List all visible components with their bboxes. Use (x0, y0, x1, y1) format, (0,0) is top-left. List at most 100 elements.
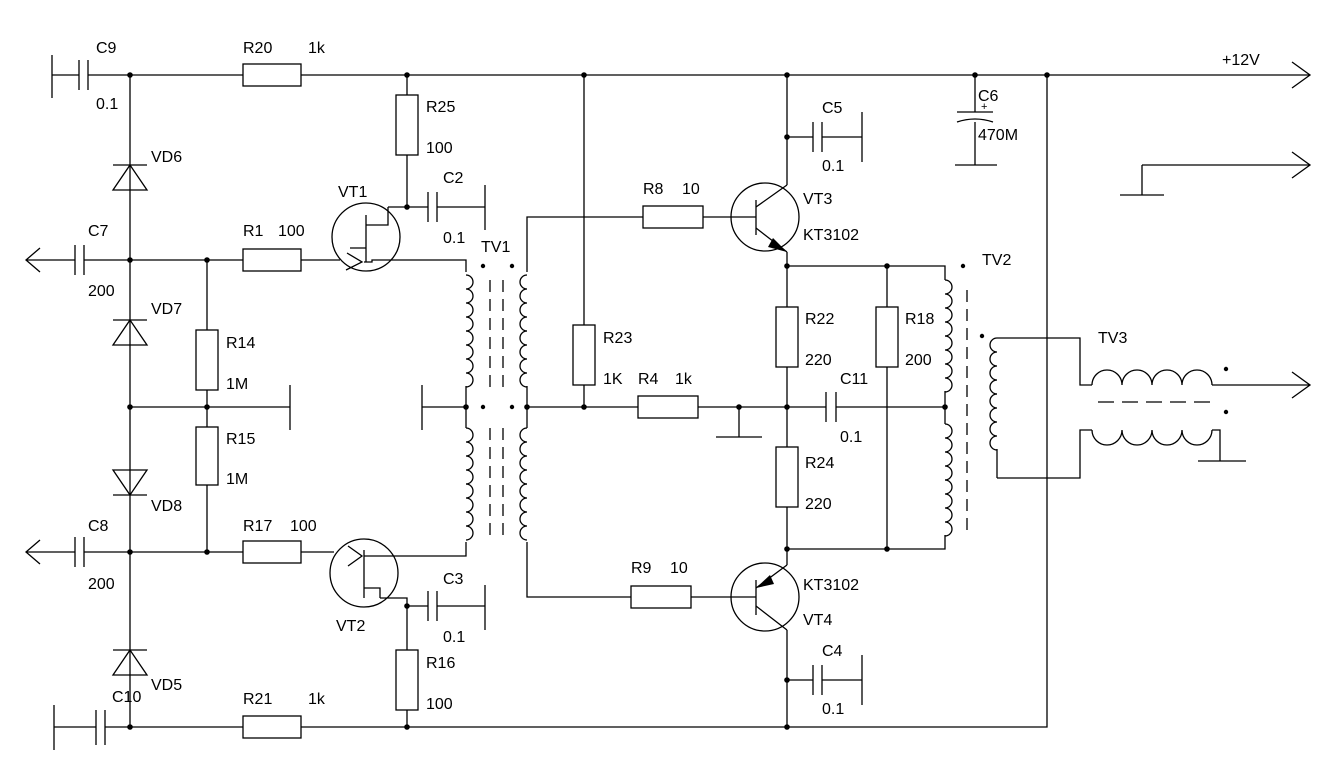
label-c3-value: 0.1 (443, 629, 465, 646)
label-vt3: VT3 (803, 191, 832, 208)
label-vd5: VD5 (151, 677, 182, 694)
label-vt4-type: KT3102 (803, 577, 859, 594)
label-r23: R23 (603, 330, 632, 347)
resistor-r15 (195, 426, 219, 486)
label-r4: R4 (638, 371, 659, 388)
resistor-r22 (775, 306, 799, 368)
capacitor-c11 (825, 392, 837, 422)
capacitor-c8 (74, 537, 85, 567)
label-c9: C9 (96, 40, 117, 57)
wires (25, 55, 1312, 750)
label-r24: R24 (805, 455, 834, 472)
label-vd6: VD6 (151, 149, 182, 166)
junctions (127, 72, 1050, 730)
label-r20: R20 (243, 40, 272, 57)
label-vt1: VT1 (338, 184, 367, 201)
transformer-tv2 (944, 279, 998, 537)
label-vd7: VD7 (151, 301, 182, 318)
capacitor-c2 (427, 192, 438, 222)
label-c5: C5 (822, 100, 843, 117)
label-c6: C6 (978, 88, 999, 105)
transistor-vt1 (331, 202, 401, 272)
label-c9-value: 0.1 (96, 96, 118, 113)
label-r9: R9 (631, 560, 652, 577)
label-c7: C7 (88, 223, 109, 240)
label-r15-value: 1M (226, 471, 248, 488)
label-r14: R14 (226, 335, 255, 352)
resistor-r8 (642, 205, 704, 229)
label-r17: R17 (243, 518, 272, 535)
resistor-r9 (630, 585, 692, 609)
transistor-vt2 (329, 538, 399, 608)
label-tv3: TV3 (1098, 330, 1127, 347)
resistor-r16 (395, 649, 419, 711)
transformer-tv1 (465, 274, 528, 541)
capacitor-c5 (812, 122, 823, 152)
label-r16-value: 100 (426, 696, 453, 713)
capacitor-c3 (427, 591, 438, 621)
diode-vd6 (111, 163, 149, 191)
resistor-r17 (242, 540, 302, 564)
label-r18-value: 200 (905, 352, 932, 369)
label-c8-value: 200 (88, 576, 115, 593)
capacitor-c9 (78, 60, 89, 90)
label-r16: R16 (426, 655, 455, 672)
label-r14-value: 1M (226, 376, 248, 393)
resistor-r23 (572, 324, 596, 386)
label-r21-value: 1k (308, 691, 326, 708)
label-c11-value: 0.1 (840, 429, 862, 446)
label-c2-value: 0.1 (443, 230, 465, 247)
resistor-r1 (242, 248, 302, 272)
label-c10: C10 (112, 689, 141, 706)
transistor-vt3 (730, 182, 800, 253)
label-supply: +12V (1222, 52, 1260, 69)
label-r1: R1 (243, 223, 264, 240)
label-r9-value: 10 (670, 560, 688, 577)
label-r25-value: 100 (426, 140, 453, 157)
label-c6-plus: + (981, 101, 987, 113)
label-c8: C8 (88, 518, 109, 535)
label-vt2: VT2 (336, 618, 365, 635)
label-c5-value: 0.1 (822, 158, 844, 175)
label-c3: C3 (443, 571, 464, 588)
resistor-r24 (775, 446, 799, 508)
resistor-r21 (242, 715, 302, 739)
label-c6-value: 470M (978, 127, 1018, 144)
label-c4-value: 0.1 (822, 701, 844, 718)
components (74, 60, 1229, 745)
label-r21: R21 (243, 691, 272, 708)
label-vd8: VD8 (151, 498, 182, 515)
capacitor-c6 (956, 111, 994, 123)
label-r18: R18 (905, 311, 934, 328)
label-r15: R15 (226, 431, 255, 448)
resistor-r25 (395, 94, 419, 156)
label-tv2: TV2 (982, 252, 1011, 269)
label-r22-value: 220 (805, 352, 832, 369)
diode-vd7 (111, 318, 149, 346)
label-r8-value: 10 (682, 181, 700, 198)
diode-vd5 (111, 648, 149, 676)
label-r20-value: 1k (308, 40, 326, 57)
label-c11: C11 (840, 371, 868, 388)
label-tv1: TV1 (481, 239, 510, 256)
label-r22: R22 (805, 311, 834, 328)
labels: C9 0.1 R20 1k R25 100 VD6 C7 200 R1 100 … (88, 40, 1260, 718)
resistor-r14 (195, 329, 219, 391)
label-r24-value: 220 (805, 496, 832, 513)
label-vt3-type: KT3102 (803, 227, 859, 244)
diode-vd8 (111, 469, 149, 497)
label-r8: R8 (643, 181, 664, 198)
capacitor-c10 (95, 710, 106, 745)
label-c4: C4 (822, 643, 843, 660)
resistor-r18 (875, 306, 899, 368)
transistor-vt4 (730, 562, 800, 632)
capacitor-c4 (812, 665, 823, 695)
resistor-r4 (637, 395, 699, 419)
resistor-r20 (242, 63, 302, 87)
winding-dots (480, 263, 1229, 415)
label-c7-value: 200 (88, 283, 115, 300)
transformer-tv3 (1091, 369, 1213, 446)
label-vt4: VT4 (803, 612, 832, 629)
label-c2: C2 (443, 170, 464, 187)
